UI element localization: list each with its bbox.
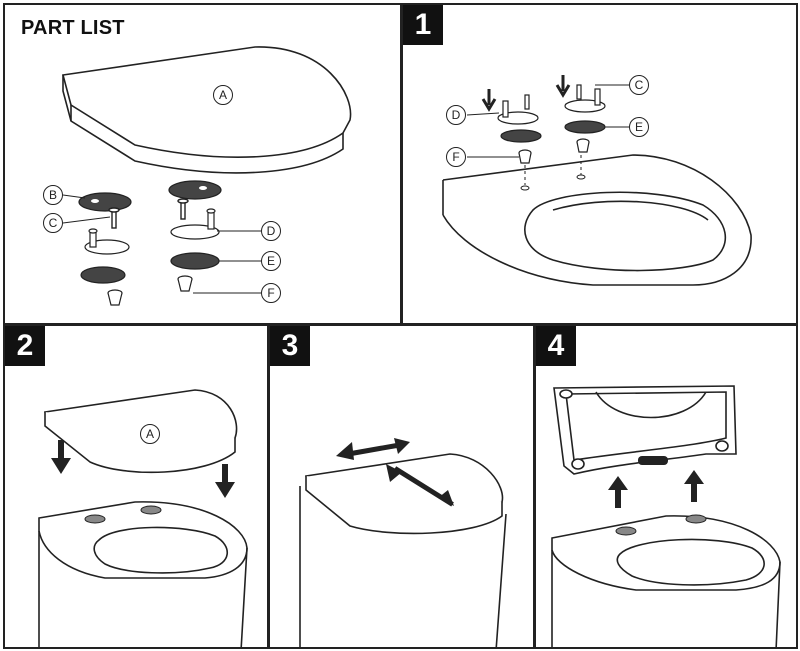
- step2-down-arrows: [51, 440, 235, 498]
- screw-c: [108, 207, 120, 229]
- part-list-panel: PART LIST: [3, 3, 402, 325]
- part-list-drawing: [61, 46, 352, 306]
- step1-callout-c: C: [629, 75, 649, 95]
- callout-f: F: [261, 283, 281, 303]
- step4-slot: [638, 456, 668, 465]
- callout-a: A: [213, 85, 233, 105]
- step-2-drawing: [38, 389, 248, 647]
- hinge-plate-d: [170, 208, 220, 240]
- step4-hinges: [615, 514, 707, 536]
- mount-holes: [520, 174, 586, 191]
- hinge-cover-right: [168, 180, 222, 200]
- screw-right: [177, 198, 189, 220]
- step-1-drawing: [442, 75, 752, 286]
- step2-bowl: [38, 501, 248, 647]
- step1-hinge-left: [481, 89, 542, 164]
- callout-d: D: [261, 221, 281, 241]
- step1-leaders: [466, 84, 629, 158]
- guide-lines: [524, 155, 582, 185]
- step-3-badge: 3: [270, 326, 310, 366]
- step4-up-arrows: [608, 470, 704, 508]
- step-4-drawing: [551, 385, 781, 647]
- toilet-bowl-step1: [442, 154, 752, 286]
- step-3-panel: 3: [268, 324, 535, 649]
- step-1-badge: 1: [403, 5, 443, 45]
- step-4-badge: 4: [536, 326, 576, 366]
- step1-callout-d: D: [446, 105, 466, 125]
- gasket-e-right: [170, 252, 220, 270]
- step-2-badge: 2: [5, 326, 45, 366]
- hinge-cover-b: [78, 192, 132, 212]
- step-3-drawing: [299, 438, 507, 647]
- step1-callout-f: F: [446, 147, 466, 167]
- gasket-e-left: [80, 266, 126, 284]
- callout-b: B: [43, 185, 63, 205]
- step-4-panel: 4: [534, 324, 798, 649]
- step2-hinges: [84, 505, 162, 524]
- step1-hinge-right: [555, 75, 606, 153]
- step3-seat-on-bowl: [299, 453, 507, 647]
- step1-callout-e: E: [629, 117, 649, 137]
- step-2-panel: 2 A: [3, 324, 269, 649]
- step2-callout-a: A: [140, 424, 160, 444]
- part-list-leaders: [62, 194, 261, 294]
- anchor-f-left: [107, 289, 123, 306]
- part-list-title: PART LIST: [21, 17, 125, 39]
- callout-e: E: [261, 251, 281, 271]
- step3-arrows: [336, 438, 454, 507]
- step2-lid: [43, 389, 238, 474]
- anchor-f-right: [177, 275, 193, 292]
- callout-c: C: [43, 213, 63, 233]
- step4-lifted-seat: [553, 385, 737, 475]
- seat-lid-drawing: [61, 46, 352, 174]
- hinge-plate-left: [84, 228, 130, 255]
- step4-bowl: [551, 515, 781, 647]
- step-1-panel: 1: [401, 3, 798, 325]
